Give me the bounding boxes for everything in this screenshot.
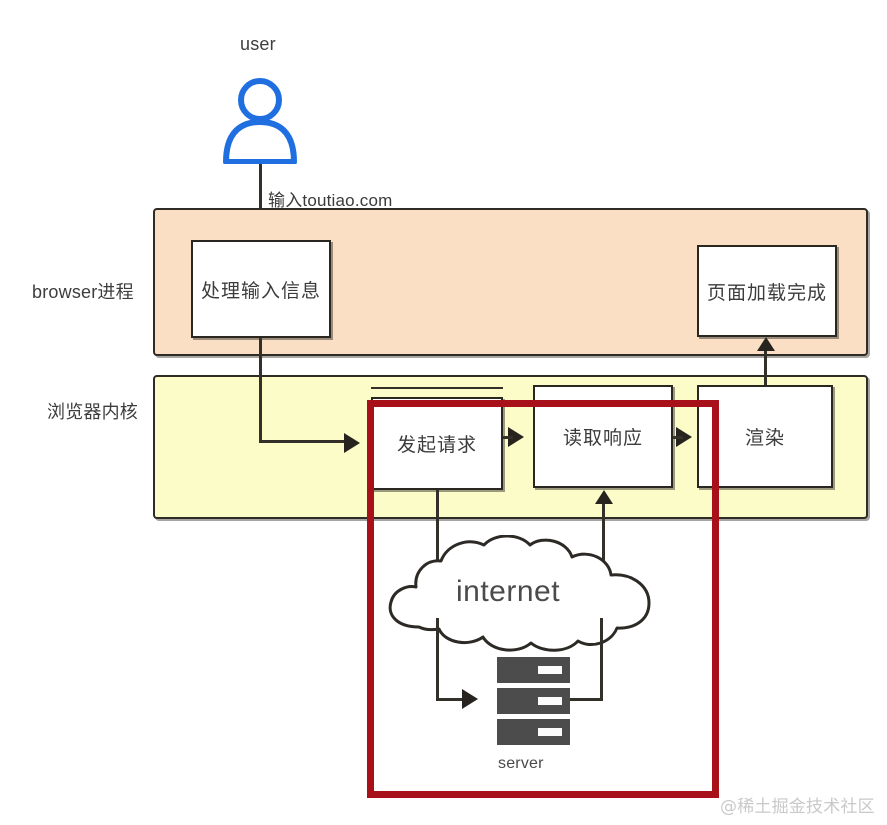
connector-user-to-browser <box>259 164 262 242</box>
connector-handle-input-down <box>259 338 262 440</box>
server-slot-indicator <box>538 666 562 674</box>
arrowhead-to-send-request <box>344 433 360 453</box>
connector-read-to-render <box>673 436 683 439</box>
node-page-loaded-label: 页面加载完成 <box>706 282 827 304</box>
node-send-request[interactable]: 发起请求 <box>371 397 503 490</box>
node-handle-input-label: 处理输入信息 <box>200 280 321 302</box>
connector-internet-to-read-response <box>602 500 605 572</box>
lane-label-browser-kernel: 浏览器内核 <box>47 402 138 422</box>
watermark-label: @稀土掘金技术社区 <box>720 797 875 817</box>
node-render-label: 渲染 <box>744 428 785 449</box>
server-unit <box>497 688 570 714</box>
node-read-response[interactable]: 读取响应 <box>533 385 673 488</box>
server-label: server <box>498 755 544 772</box>
node-render[interactable]: 渲染 <box>697 385 833 488</box>
lane-label-browser-process: browser进程 <box>32 282 134 302</box>
connector-send-to-read <box>503 436 513 439</box>
connector-render-to-page-loaded <box>764 344 767 388</box>
connector-server-to-cloud-h <box>570 698 603 701</box>
arrowhead-cloud-to-server <box>462 689 478 709</box>
user-label: user <box>240 34 276 54</box>
internet-label: internet <box>456 575 561 608</box>
node-page-loaded[interactable]: 页面加载完成 <box>697 245 837 337</box>
node-read-response-label: 读取响应 <box>562 428 643 449</box>
server-unit <box>497 657 570 683</box>
connector-send-request-to-internet <box>436 490 439 570</box>
server-slot-indicator <box>538 697 562 705</box>
arrowhead-read-to-render <box>676 427 692 447</box>
connector-server-to-cloud-v <box>600 618 603 701</box>
server-slot-indicator <box>538 728 562 736</box>
node-handle-input[interactable]: 处理输入信息 <box>191 240 331 338</box>
connector-cloud-to-server-v <box>436 618 439 700</box>
server-unit <box>497 719 570 745</box>
arrowhead-render-to-page-loaded <box>757 337 775 351</box>
node-send-request-label: 发起请求 <box>396 435 477 456</box>
divider-send-request-top <box>371 387 503 389</box>
user-avatar-icon <box>223 78 297 164</box>
arrowhead-send-to-read <box>508 427 524 447</box>
arrowhead-internet-to-read-response <box>595 490 613 504</box>
internet-cloud-icon <box>388 535 651 652</box>
connector-handle-input-right <box>259 440 349 443</box>
edge-label-input-url: 输入toutiao.com <box>268 191 393 210</box>
connector-cloud-to-server-h <box>436 698 466 701</box>
